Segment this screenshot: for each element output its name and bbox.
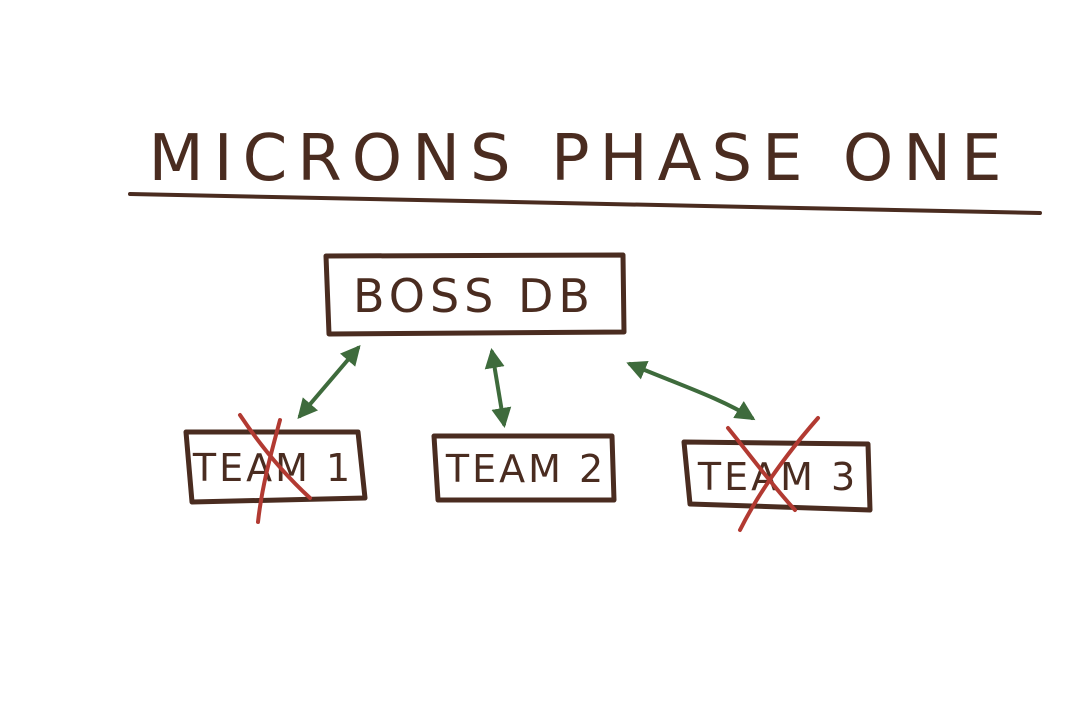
- team-2-box: [431, 433, 617, 503]
- arrow-boss-team-1: [297, 344, 361, 420]
- team-1-node: TEAM 1: [183, 413, 368, 524]
- arrow-boss-team-3: [626, 360, 756, 421]
- team-3-cross-out: [726, 416, 820, 532]
- boss-db-box: [323, 252, 627, 337]
- team-1-box: [183, 429, 368, 505]
- team-3-box: [681, 439, 873, 513]
- team-3-node: TEAM 3: [681, 416, 873, 532]
- boss-db-node: BOSS DB: [323, 252, 627, 337]
- arrow-boss-team-2: [484, 348, 512, 428]
- team-2-label: TEAM 2: [445, 447, 606, 491]
- team-3-label: TEAM 3: [697, 455, 858, 499]
- team-1-cross-out: [238, 413, 312, 524]
- title-underline: [128, 192, 1042, 215]
- team-2-node: TEAM 2: [431, 433, 617, 503]
- boss-db-label: BOSS DB: [353, 269, 595, 323]
- diagram-title: MICRONS PHASE ONE: [148, 122, 1011, 196]
